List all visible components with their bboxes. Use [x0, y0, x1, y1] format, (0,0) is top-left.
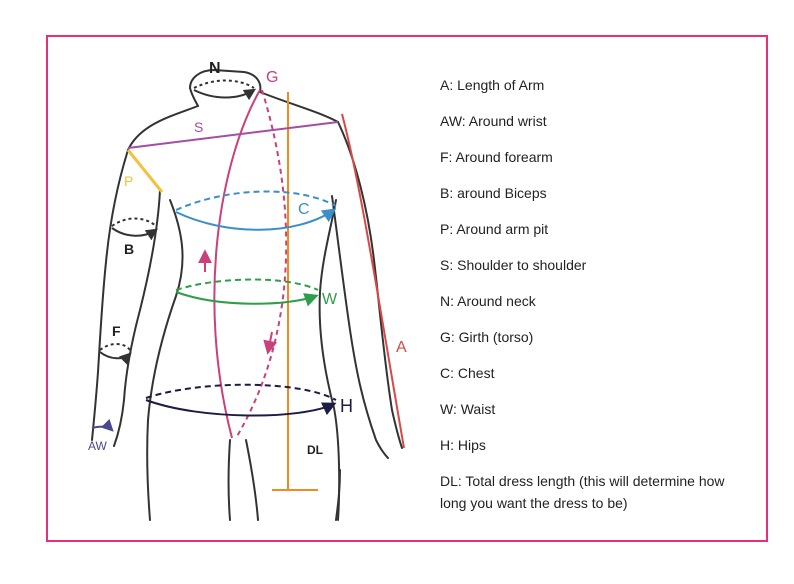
neck-line	[193, 79, 257, 101]
marker-aw: AW	[88, 439, 108, 453]
waist-line	[175, 278, 319, 307]
dress-length-line	[272, 92, 318, 491]
legend-item-f: F: Around forearm	[440, 149, 553, 165]
arm-length-line	[341, 113, 405, 449]
marker-w: W	[322, 291, 338, 308]
girth-line	[198, 89, 288, 439]
marker-dl: DL	[307, 443, 323, 457]
marker-p: P	[124, 173, 133, 189]
shoulder-line	[127, 121, 339, 149]
legend-item-h: H: Hips	[440, 437, 486, 453]
legend-item-aw: AW: Around wrist	[440, 113, 547, 129]
biceps-line	[111, 217, 158, 241]
legend-item-b: B: around Biceps	[440, 185, 547, 201]
diagram-frame	[46, 35, 768, 542]
marker-h: H	[340, 396, 353, 416]
marker-n: N	[209, 60, 221, 77]
legend-item-p: P: Around arm pit	[440, 221, 549, 237]
legend-item-s: S: Shoulder to shoulder	[440, 257, 587, 273]
diagram-markers: N G S P C B W F A H AW DL	[88, 60, 407, 457]
legend-item-w: W: Waist	[440, 401, 496, 417]
body-outline	[91, 69, 403, 521]
marker-b: B	[124, 241, 134, 257]
marker-a: A	[396, 339, 407, 356]
armpit-line	[126, 149, 164, 193]
measurement-legend: A: Length of Arm AW: Around wrist F: Aro…	[440, 74, 760, 514]
marker-g: G	[266, 69, 278, 86]
legend-item-g: G: Girth (torso)	[440, 329, 534, 345]
legend-item-c: C: Chest	[440, 365, 495, 381]
marker-s: S	[194, 119, 203, 135]
marker-f: F	[112, 323, 121, 339]
legend-item-n: N: Around neck	[440, 293, 536, 309]
wrist-line	[91, 418, 114, 432]
marker-c: C	[298, 201, 310, 218]
hips-line	[145, 383, 337, 417]
forearm-line	[99, 343, 132, 366]
chest-line	[175, 190, 337, 231]
legend-item-a: A: Length of Arm	[440, 77, 545, 93]
legend-item-dl: DL: Total dress length (this will determ…	[440, 473, 725, 511]
